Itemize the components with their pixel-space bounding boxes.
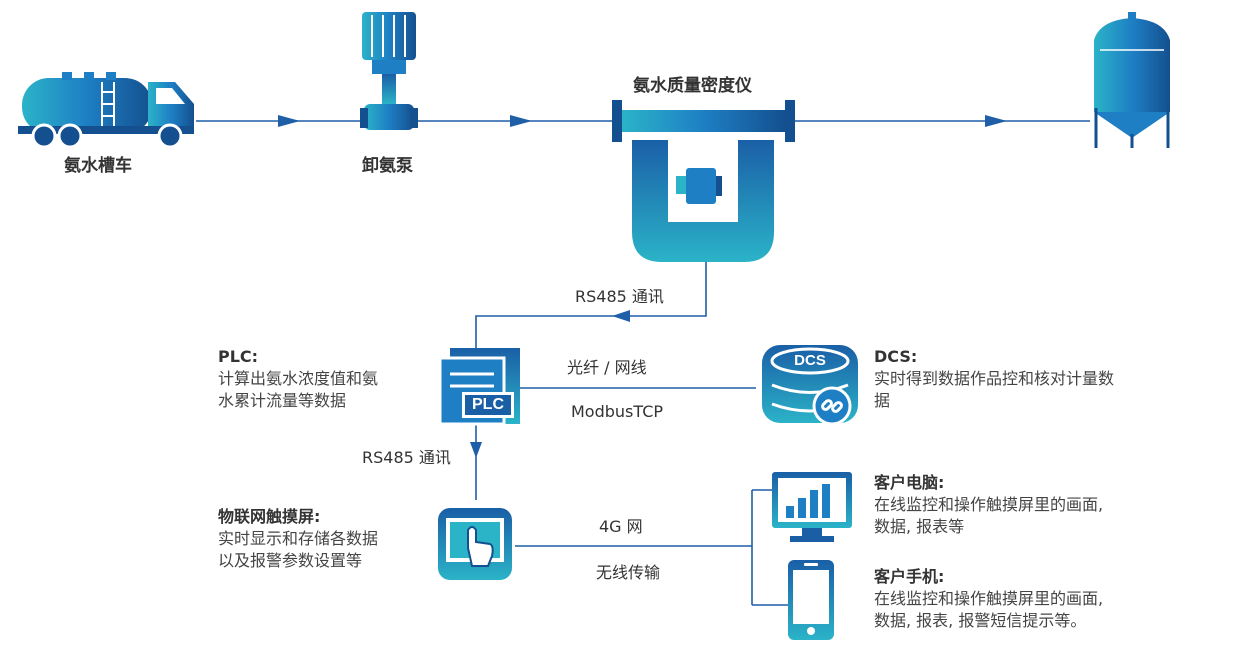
pc-line2: 数据, 报表等: [874, 517, 965, 536]
dcs-icon: [762, 345, 858, 426]
phone-icon: [788, 560, 834, 640]
phone-line2: 数据, 报表, 报警短信提示等。: [874, 611, 1087, 630]
flow-arrows: [278, 115, 1007, 127]
touch-description: 物联网触摸屏: 实时显示和存储各数据 以及报警参数设置等: [218, 506, 378, 572]
rs485-top-label: RS485 通讯: [575, 287, 664, 306]
touch-line1: 实时显示和存储各数据: [218, 529, 379, 548]
dcs-badge: DCS: [794, 352, 826, 369]
phone-title: 客户手机:: [874, 567, 945, 586]
phone-description: 客户手机: 在线监控和操作触摸屏里的画面, 数据, 报表, 报警短信提示等。: [874, 566, 1103, 632]
dcs-line1: 实时得到数据作品控和核对计量数: [874, 369, 1115, 388]
tanker-truck-icon: [18, 72, 194, 149]
touchscreen-icon: [438, 508, 512, 580]
meter-label: 氨水质量密度仪: [633, 76, 752, 96]
storage-tank-icon: [1094, 12, 1170, 148]
dcs-line2: 据: [874, 391, 891, 410]
4g-label: 4G 网: [599, 517, 643, 536]
pc-description: 客户电脑: 在线监控和操作触摸屏里的画面, 数据, 报表等: [874, 472, 1103, 538]
modbus-label: ModbusTCP: [571, 402, 664, 421]
density-meter-icon: [612, 100, 795, 262]
dcs-title: DCS:: [874, 347, 918, 366]
tanker-label: 氨水槽车: [64, 156, 132, 176]
plc-line1: 计算出氨水浓度值和氨: [218, 369, 379, 388]
phone-line1: 在线监控和操作触摸屏里的画面,: [874, 589, 1104, 608]
plc-description: PLC: 计算出氨水浓度值和氨 水累计流量等数据: [218, 346, 378, 412]
pc-title: 客户电脑:: [874, 473, 945, 492]
plc-badge: PLC: [472, 396, 504, 413]
signal-lines: [475, 262, 788, 606]
wireless-label: 无线传输: [596, 563, 661, 582]
plc-line2: 水累计流量等数据: [218, 391, 347, 410]
touch-title: 物联网触摸屏:: [218, 507, 321, 526]
plc-title: PLC:: [218, 347, 259, 366]
signal-arrows: [470, 310, 630, 458]
computer-icon: [772, 472, 852, 542]
pump-label: 卸氨泵: [362, 156, 413, 176]
unloading-pump-icon: [360, 12, 418, 130]
pc-line1: 在线监控和操作触摸屏里的画面,: [874, 495, 1104, 514]
touch-line2: 以及报警参数设置等: [218, 551, 363, 570]
rs485-left-label: RS485 通讯: [362, 448, 451, 467]
dcs-description: DCS: 实时得到数据作品控和核对计量数 据: [874, 346, 1114, 412]
fiber-label: 光纤 / 网线: [567, 358, 647, 377]
plc-icon: [438, 348, 520, 426]
